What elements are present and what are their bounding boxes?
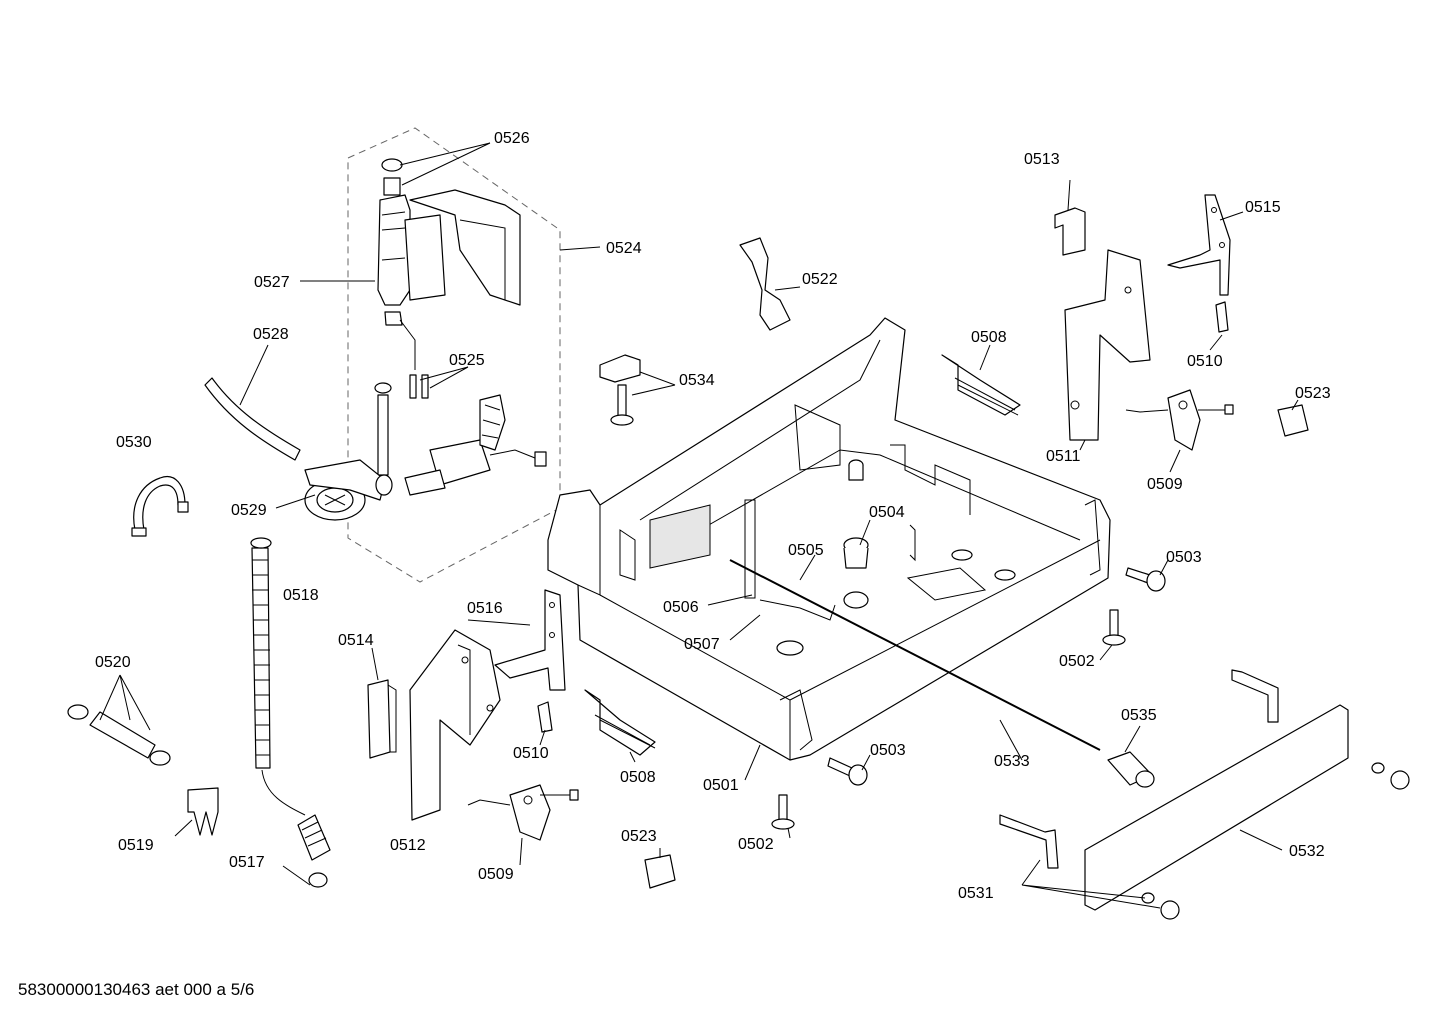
motor-0509-bottom: [467, 784, 579, 841]
drawing-number-footer: 58300000130463 aet 000 a 5/6: [18, 980, 255, 999]
front-panel-0532: [1084, 704, 1349, 911]
clip-0519: [187, 787, 219, 836]
label-0501: 0501: [703, 777, 739, 794]
screw-0502-bottom: [771, 794, 795, 830]
label-0516: 0516: [467, 600, 503, 617]
label-0532: 0532: [1289, 843, 1325, 860]
clip-0530: [131, 476, 189, 537]
part-0535: [1107, 751, 1155, 788]
bracket-0516: [494, 589, 566, 691]
clip-0510-top: [1215, 301, 1229, 333]
rod-0533: [729, 559, 1101, 751]
label-0506: 0506: [663, 599, 699, 616]
motor-0509-top: [1125, 389, 1234, 451]
label-0522: 0522: [802, 271, 838, 288]
label-0520: 0520: [95, 654, 131, 671]
hose-piece-0517: [297, 814, 331, 888]
label-0531: 0531: [958, 885, 994, 902]
label-0513: 0513: [1024, 151, 1060, 168]
bracket-0514: [367, 679, 397, 759]
label-0507: 0507: [684, 636, 720, 653]
part-0534: [599, 354, 641, 426]
label-0509-top: 0509: [1147, 476, 1183, 493]
pump-0527: [377, 158, 521, 326]
label-0519: 0519: [118, 837, 154, 854]
label-0533: 0533: [994, 753, 1030, 770]
foot-bracket-0531-top: [1231, 669, 1279, 723]
label-0524: 0524: [606, 240, 642, 257]
label-0527: 0527: [254, 274, 290, 291]
label-0523-bottom: 0523: [621, 828, 657, 845]
foot-bracket-0531-bottom: [999, 814, 1059, 869]
foot-screws-0531: [1141, 762, 1410, 920]
base-frame-0501: [547, 317, 1111, 761]
label-0535: 0535: [1121, 707, 1157, 724]
label-0502-bottom: 0502: [738, 836, 774, 853]
drain-hose-0518: [250, 537, 306, 816]
float-switch-0525: [374, 319, 547, 496]
label-0529: 0529: [231, 502, 267, 519]
label-0514: 0514: [338, 632, 374, 649]
label-0505: 0505: [788, 542, 824, 559]
spring-0508-bottom: [584, 689, 656, 756]
clip-0510-bottom: [537, 701, 553, 733]
hose-0520: [67, 704, 171, 766]
label-0525: 0525: [449, 352, 485, 369]
label-0518: 0518: [283, 587, 319, 604]
label-0508-top: 0508: [971, 329, 1007, 346]
screw-0503-right: [1125, 567, 1166, 592]
leader-lines: [99, 142, 1299, 909]
screw-0503-bottom: [827, 757, 868, 786]
label-0528: 0528: [253, 326, 289, 343]
bracket-0512: [409, 629, 501, 821]
bracket-0511: [1064, 249, 1151, 441]
label-0517: 0517: [229, 854, 265, 871]
label-0515: 0515: [1245, 199, 1281, 216]
hose-0528: [204, 377, 301, 461]
screw-0502-right: [1102, 609, 1126, 646]
label-0534: 0534: [679, 372, 715, 389]
label-0523-top: 0523: [1295, 385, 1331, 402]
label-0508-bottom: 0508: [620, 769, 656, 786]
connector-0522: [739, 237, 791, 331]
label-0502-right: 0502: [1059, 653, 1095, 670]
label-0503-right: 0503: [1166, 549, 1202, 566]
label-0512: 0512: [390, 837, 426, 854]
label-0509-bottom: 0509: [478, 866, 514, 883]
part-0523-top: [1277, 404, 1309, 437]
label-0511: 0511: [1046, 448, 1081, 465]
bracket-0513: [1054, 207, 1086, 256]
label-0510-top: 0510: [1187, 353, 1223, 370]
bracket-0515: [1167, 194, 1231, 296]
label-0526: 0526: [494, 130, 530, 147]
label-0510-bottom: 0510: [513, 745, 549, 762]
part-0523-bottom: [644, 854, 676, 889]
circulation-pump-0529: [304, 459, 393, 521]
label-0530: 0530: [116, 434, 152, 451]
label-0504: 0504: [869, 504, 905, 521]
part-labels: 0526 0527 0524 0525 0528 0530 0529 0518 …: [95, 130, 1331, 902]
label-0503-bottom: 0503: [870, 742, 906, 759]
spring-0508-top: [941, 354, 1021, 416]
